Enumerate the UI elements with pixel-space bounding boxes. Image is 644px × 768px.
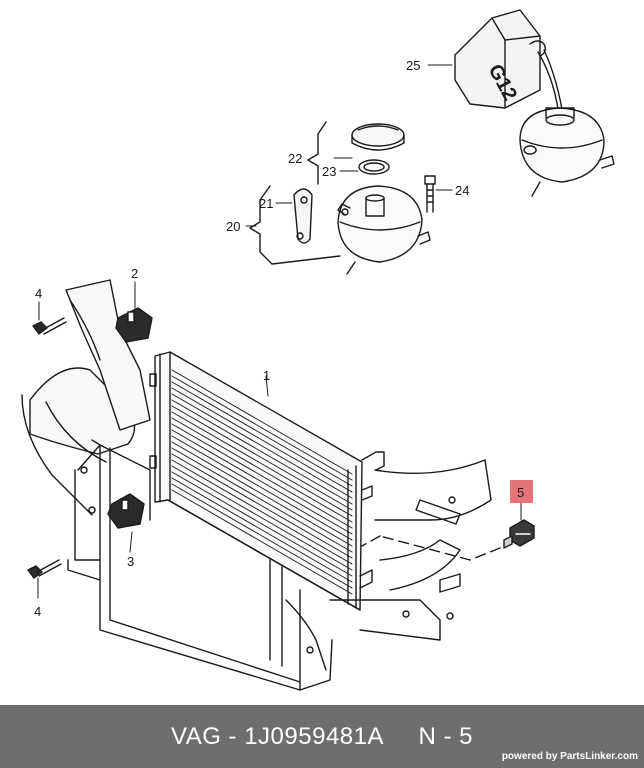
radiator: [149, 351, 385, 611]
callout-3: 3: [127, 554, 134, 569]
expansion-tank: [337, 185, 431, 275]
switch-connection-line: [361, 535, 501, 561]
callout-25: 25: [406, 58, 420, 73]
highlight-box: [510, 480, 533, 503]
coolant-canister: [454, 9, 565, 125]
rubber-mount-upper: [115, 307, 153, 343]
callout-1: 1: [263, 368, 270, 383]
bracket-group-20: [249, 185, 341, 265]
bolt-lower: [27, 559, 62, 579]
front-carrier: [21, 279, 492, 691]
callout-4-upper: 4: [35, 286, 42, 301]
part-number: 1J0959481A: [244, 723, 383, 750]
bolt-24: [424, 175, 436, 213]
footer-bar: VAG - 1J0959481A N - 5 powered by PartsL…: [0, 705, 644, 768]
temperature-switch: [503, 519, 535, 549]
parts-diagram: G12 1 2 3 4 4 5 20 21 22 23 24 25: [21, 9, 615, 691]
callout-2: 2: [131, 266, 138, 281]
callout-23: 23: [322, 164, 336, 179]
rubber-mount-lower: [107, 493, 145, 529]
expansion-tank-cap: [351, 123, 405, 151]
callout-24: 24: [455, 183, 469, 198]
expansion-tank-top-right: [519, 107, 615, 197]
brand-label: VAG: [170, 723, 222, 750]
bracket-21: [293, 188, 313, 244]
callout-20: 20: [226, 219, 240, 234]
callout-22: 22: [288, 151, 302, 166]
callout-5: 5: [517, 485, 524, 500]
bracket-group-22: [307, 121, 327, 185]
part-caption: VAG - 1J0959481A N - 5: [170, 723, 474, 750]
leader-1: [265, 375, 269, 397]
callout-21: 21: [259, 196, 273, 211]
leader-3: [129, 531, 133, 553]
position-label: N - 5: [418, 723, 474, 750]
bolt-upper: [32, 317, 67, 335]
callout-4-lower: 4: [34, 604, 41, 619]
seal-ring: [358, 159, 390, 175]
powered-by-link[interactable]: powered by PartsLinker.com: [501, 751, 638, 762]
